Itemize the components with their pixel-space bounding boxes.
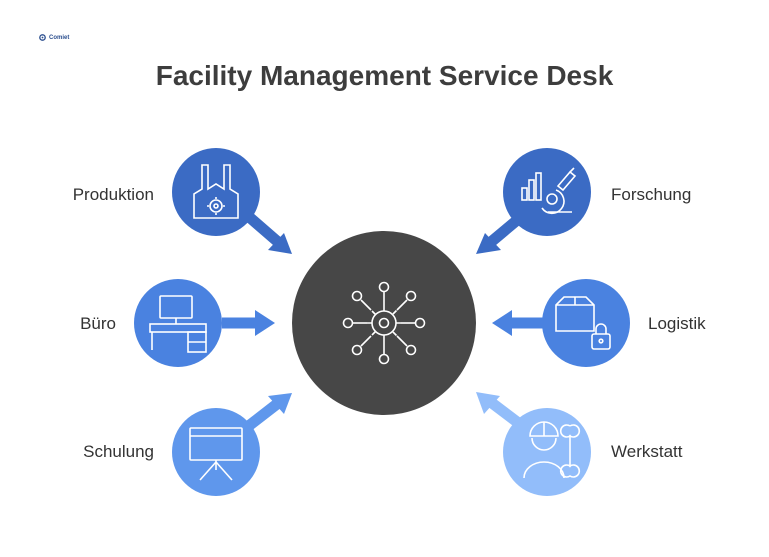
logo-text: Comiet [49, 34, 70, 41]
label-logistik: Logistik [648, 314, 706, 333]
arrow-logistik [492, 310, 546, 336]
arrow-buero [222, 310, 275, 336]
node-logistik [542, 279, 630, 367]
factory-gear-icon [193, 164, 239, 219]
label-werkstatt: Werkstatt [611, 442, 683, 461]
arrow-schulung [242, 393, 292, 433]
gear-sparkle-logo-icon [39, 34, 46, 41]
office-desk-icon [149, 295, 207, 353]
node-werkstatt [503, 408, 591, 496]
label-buero: Büro [80, 314, 116, 333]
diagram-title: Facility Management Service Desk [155, 60, 614, 91]
label-schulung: Schulung [83, 442, 154, 461]
node-schulung [172, 408, 260, 496]
label-forschung: Forschung [611, 185, 692, 204]
network-gear-icon [342, 281, 426, 365]
microscope-chart-icon [521, 167, 577, 215]
node-forschung [503, 148, 591, 236]
arrow-produktion [244, 211, 292, 254]
center-hub [292, 231, 476, 415]
worker-wrench-icon [523, 421, 581, 479]
node-produktion [172, 148, 260, 236]
presentation-board-icon [189, 427, 243, 481]
node-buero [134, 279, 222, 367]
label-produktion: Produktion [72, 185, 154, 204]
package-lock-icon [555, 296, 611, 350]
company-logo: Comiet [38, 33, 69, 42]
